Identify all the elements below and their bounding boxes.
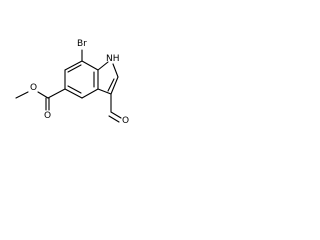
bond-layer: [15, 49, 122, 123]
bond-c4-c5-inner: [67, 85, 82, 94]
bond-c7-c7a: [81, 60, 99, 71]
bond-c6-c7: [64, 60, 83, 71]
aldehyde-oxygen-label: O: [122, 116, 129, 126]
bond-c2-c3: [110, 76, 119, 95]
bond-c7a-n1: [97, 61, 109, 71]
indole-nh-label: NH: [106, 54, 120, 64]
ester-ether-oxygen-label: O: [30, 83, 37, 93]
bond-c5-ester: [47, 88, 66, 99]
bond-c4-c5: [64, 88, 83, 99]
bond-c3-c3a: [97, 88, 112, 95]
bond-cho-o: [110, 111, 122, 119]
bond-ester-ether-o: [37, 91, 49, 99]
bond-ether-o-methyl: [15, 91, 29, 99]
ester-carbonyl-oxygen-label: O: [44, 111, 51, 121]
bond-c2-c3-inner: [107, 78, 115, 92]
bond-n1-c2: [112, 63, 119, 78]
bond-cho-o-inner: [108, 115, 120, 123]
label-layer: Br NH O O O: [30, 39, 129, 126]
bond-c6-c7-inner: [67, 64, 82, 73]
bond-c3a-c4: [81, 88, 99, 99]
molecule-structure: Br NH O O O: [15, 39, 129, 126]
bromine-label: Br: [77, 39, 87, 49]
